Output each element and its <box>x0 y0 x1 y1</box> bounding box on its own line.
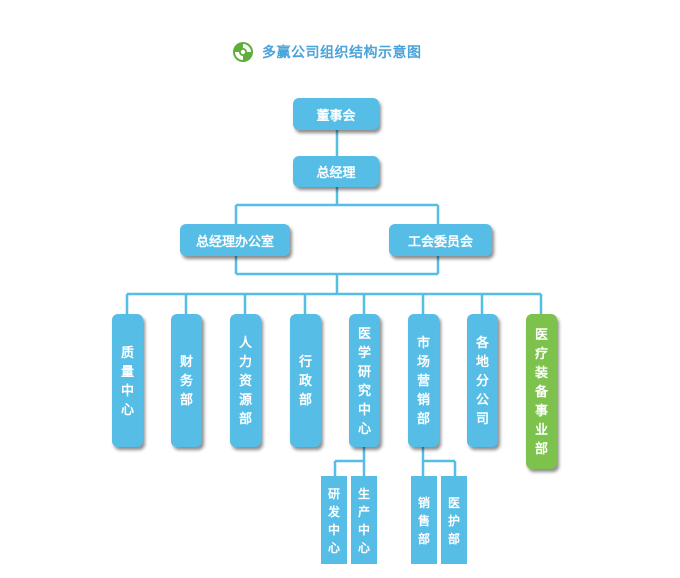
node-dept-branches: 各地分公司 <box>467 314 498 447</box>
node-union-committee: 工会委员会 <box>389 224 492 256</box>
node-general-manager: 总经理 <box>293 156 379 187</box>
node-dept-hr: 人力资源部 <box>230 314 261 447</box>
node-dept-quality: 质量中心 <box>112 314 143 447</box>
logo-icon <box>233 42 253 62</box>
node-dept-marketing: 市场营销部 <box>408 314 439 447</box>
node-dept-medical-research: 医学研究中心 <box>349 314 380 447</box>
node-sub-production: 生产中心 <box>351 476 377 564</box>
chart-title: 多赢公司组织结构示意图 <box>232 40 422 64</box>
node-gm-office: 总经理办公室 <box>180 224 290 256</box>
node-dept-finance: 财务部 <box>171 314 202 447</box>
node-sub-care: 医护部 <box>441 476 467 564</box>
title-text: 多赢公司组织结构示意图 <box>262 45 422 61</box>
node-dept-admin: 行政部 <box>290 314 321 447</box>
node-board: 董事会 <box>293 98 379 130</box>
node-sub-sales: 销售部 <box>411 476 437 564</box>
node-sub-rd: 研发中心 <box>321 476 347 564</box>
node-dept-medical-equipment: 医疗装备事业部 <box>526 314 557 469</box>
